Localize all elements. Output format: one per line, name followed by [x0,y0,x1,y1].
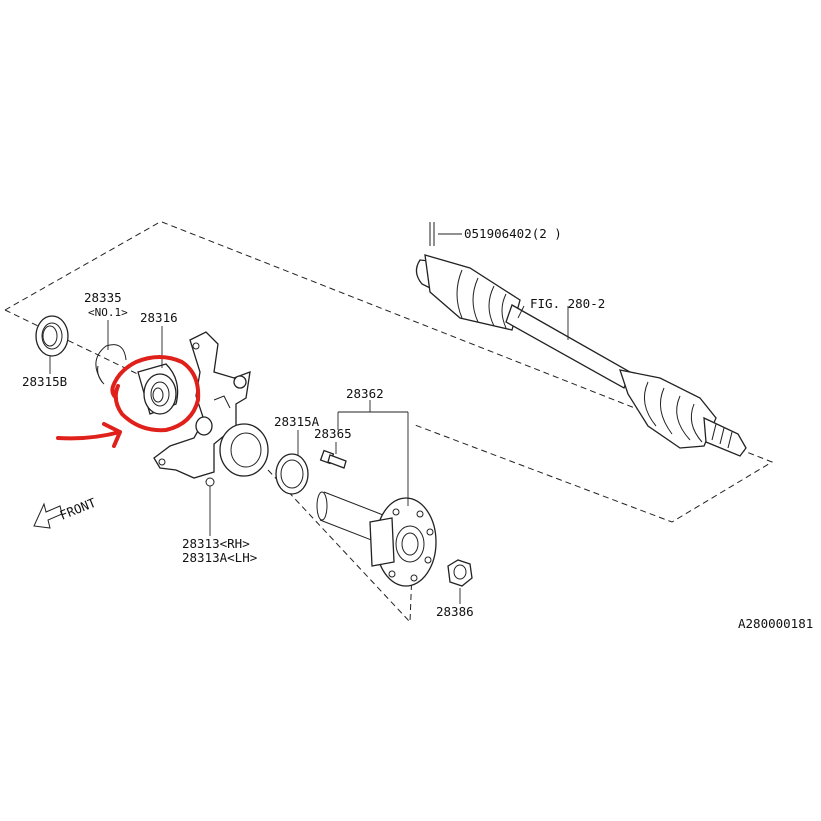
red-highlight-annotation [56,355,201,448]
label-28315b: 28315B [22,374,67,389]
snap-ring-28335 [95,344,127,385]
label-28316: 28316 [140,310,178,325]
knuckle-28313 [153,331,269,487]
label-front: FRONT [58,495,99,523]
seal-28315a [275,453,309,495]
label-28313a-lh: 28313A<LH> [182,550,257,565]
label-28313-rh: 28313<RH> [182,536,250,551]
bearing-28316 [137,363,179,415]
label-bolt-051906402: 051906402(2 ) [464,226,562,241]
seal-28315b [35,315,69,357]
red-circle-mark [110,355,201,433]
diagram-id: A280000181 [738,616,813,631]
nut-28386 [447,559,473,587]
label-fig-280-2: FIG. 280-2 [530,296,605,311]
label-28315a: 28315A [274,414,320,429]
drive-shaft [415,222,747,457]
label-28335-no1: <NO.1> [88,306,128,319]
label-28386: 28386 [436,604,474,619]
label-28362: 28362 [346,386,384,401]
hub-28362 [316,491,437,587]
hub-bolt-28365 [319,449,347,469]
front-arrow-icon [33,502,63,529]
label-28365: 28365 [314,426,352,441]
red-arrow-mark [56,422,122,448]
label-28335: 28335 [84,290,122,305]
leader-lines [49,233,569,604]
